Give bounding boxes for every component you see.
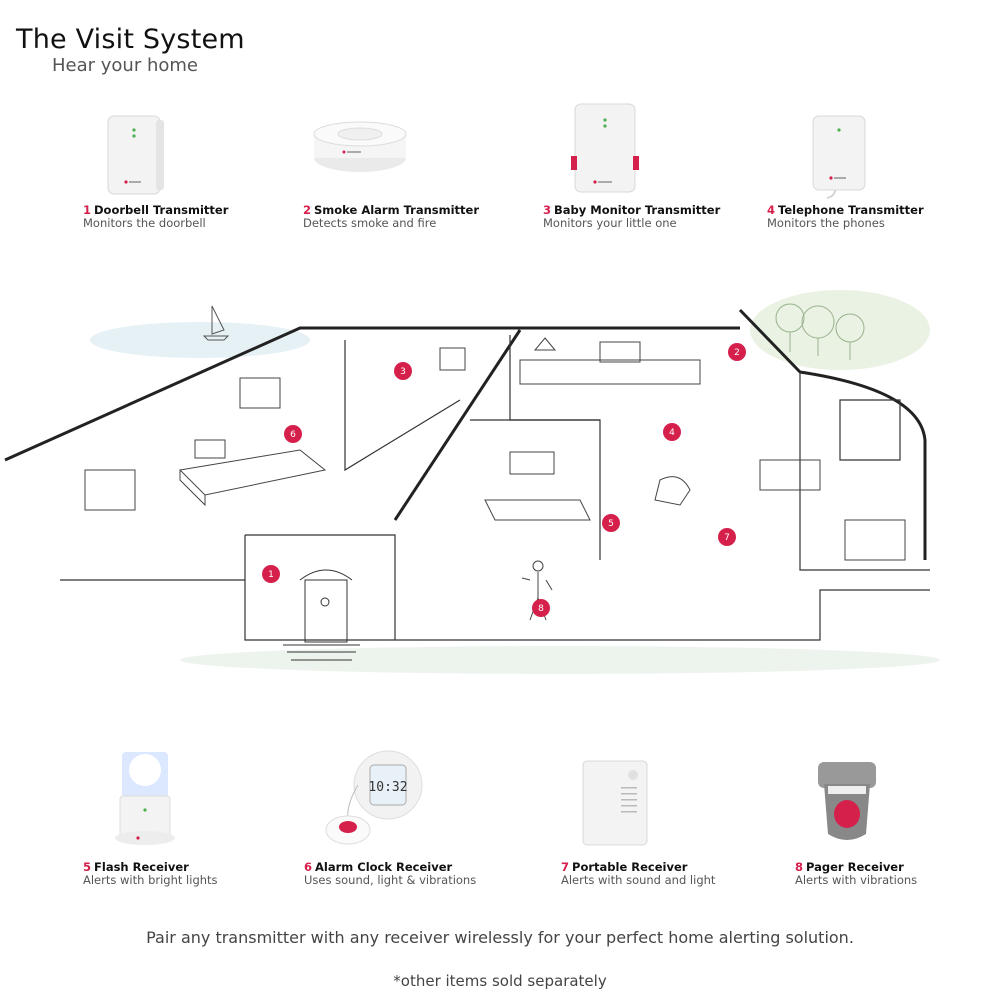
transmitter-description: Monitors the phones <box>767 216 885 230</box>
receiver-description: Alerts with bright lights <box>83 873 218 887</box>
portable-receiver-image <box>582 760 648 846</box>
location-marker-3: 3 <box>394 362 412 380</box>
location-marker-7: 7 <box>718 528 736 546</box>
receiver-number: 5 <box>83 860 92 874</box>
receiver-description: Alerts with sound and light <box>561 873 716 887</box>
transmitter-name: Baby Monitor Transmitter <box>554 203 721 217</box>
transmitter-name: Doorbell Transmitter <box>94 203 229 217</box>
marker-number: 7 <box>724 533 730 543</box>
transmitter-description: Monitors the doorbell <box>83 216 206 230</box>
receiver-name: Flash Receiver <box>94 860 189 874</box>
transmitter-number: 2 <box>303 203 312 217</box>
alarm-clock-receiver-image: 10:32 <box>325 750 423 845</box>
page-subtitle: Hear your home <box>52 55 198 76</box>
location-marker-1: 1 <box>262 565 280 583</box>
pager-receiver-image <box>818 762 876 840</box>
receiver-name: Pager Receiver <box>806 860 904 874</box>
receiver-name: Alarm Clock Receiver <box>315 860 453 874</box>
transmitter-name: Smoke Alarm Transmitter <box>314 203 480 217</box>
receiver-number: 8 <box>795 860 804 874</box>
transmitter-description: Detects smoke and fire <box>303 216 437 230</box>
location-marker-2: 2 <box>728 343 746 361</box>
footer-tagline: Pair any transmitter with any receiver w… <box>146 928 854 947</box>
marker-number: 5 <box>608 519 614 529</box>
doorbell-transmitter-image <box>107 115 164 195</box>
marker-number: 3 <box>400 367 406 377</box>
house-floorplan-illustration <box>4 290 940 674</box>
receiver-description: Alerts with vibrations <box>795 873 918 887</box>
flash-receiver-image <box>115 752 175 845</box>
marker-number: 2 <box>734 348 740 358</box>
marker-number: 4 <box>669 428 675 438</box>
location-marker-5: 5 <box>602 514 620 532</box>
transmitter-number: 4 <box>767 203 776 217</box>
page-title: The Visit System <box>16 24 245 55</box>
transmitter-description: Monitors your little one <box>543 216 677 230</box>
transmitter-number: 3 <box>543 203 552 217</box>
transmitter-number: 1 <box>83 203 92 217</box>
receiver-description: Uses sound, light & vibrations <box>304 873 477 887</box>
receiver-name: Portable Receiver <box>572 860 688 874</box>
transmitter-name: Telephone Transmitter <box>778 203 924 217</box>
marker-number: 6 <box>290 430 296 440</box>
smoke-alarm-transmitter-image <box>313 121 407 172</box>
location-marker-4: 4 <box>663 423 681 441</box>
marker-number: 1 <box>268 570 274 580</box>
location-marker-6: 6 <box>284 425 302 443</box>
receiver-number: 7 <box>561 860 570 874</box>
telephone-transmitter-image <box>812 115 866 199</box>
baby-monitor-transmitter-image <box>571 103 639 193</box>
footer-note: *other items sold separately <box>393 972 607 990</box>
clock-display: 10:32 <box>368 780 407 795</box>
location-marker-8: 8 <box>532 599 550 617</box>
marker-number: 8 <box>538 604 544 614</box>
receiver-number: 6 <box>304 860 313 874</box>
